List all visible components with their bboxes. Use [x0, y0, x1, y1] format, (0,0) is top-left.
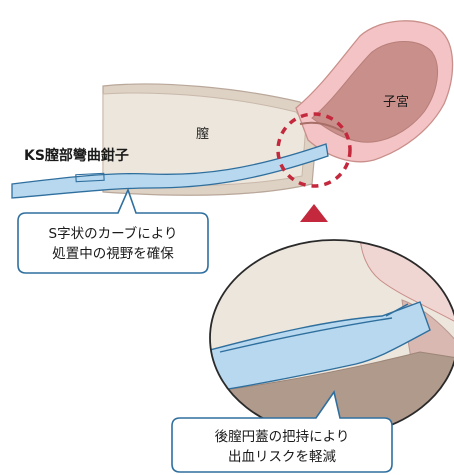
ks-forceps-instrument — [11, 143, 329, 199]
label-instrument: KS膣部彎曲鉗子 — [24, 147, 129, 164]
label-uterus: 子宮 — [383, 94, 409, 110]
zoom-pointer-icon — [300, 204, 328, 222]
callout-bottom: 後膣円蓋の把持により 出血リスクを軽減 — [171, 390, 393, 473]
callout-bottom-line1: 後膣円蓋の把持により — [215, 428, 350, 445]
callout-top: S字状のカーブにより 処置中の視野を確保 — [17, 187, 209, 274]
callout-top-line1: S字状のカーブにより — [49, 225, 178, 242]
callout-bottom-line2: 出血リスクを軽減 — [228, 448, 336, 465]
callout-top-line2: 処置中の視野を確保 — [52, 246, 174, 262]
uterus — [295, 20, 454, 163]
focus-circle — [276, 112, 352, 188]
label-vagina: 膣 — [196, 126, 209, 142]
